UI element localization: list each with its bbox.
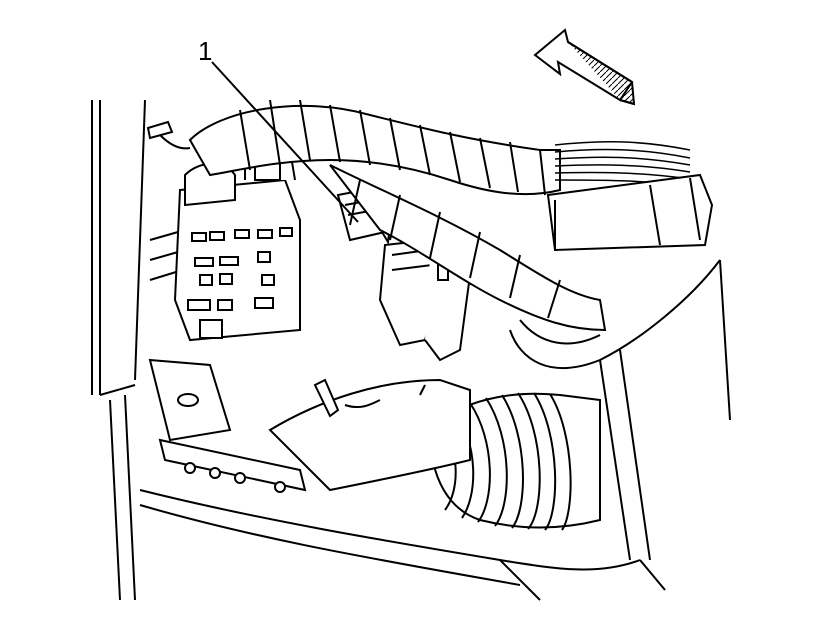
- left-pillar: [91, 99, 146, 601]
- cross-car-beam: [268, 378, 471, 492]
- forward-arrow-icon: [533, 28, 636, 106]
- harness-branch: [329, 164, 607, 332]
- dash-panel: [509, 259, 731, 561]
- wire-bundle-right: [554, 140, 691, 187]
- bulkhead-connector: [546, 173, 714, 252]
- retaining-clip: [146, 120, 191, 150]
- callout-label: 1: [198, 36, 212, 66]
- main-harness: [188, 99, 561, 196]
- mounting-bracket: [148, 358, 307, 493]
- callout-leader-line: [211, 61, 359, 223]
- fuse-block: [149, 148, 301, 342]
- floor-panel: [139, 489, 666, 601]
